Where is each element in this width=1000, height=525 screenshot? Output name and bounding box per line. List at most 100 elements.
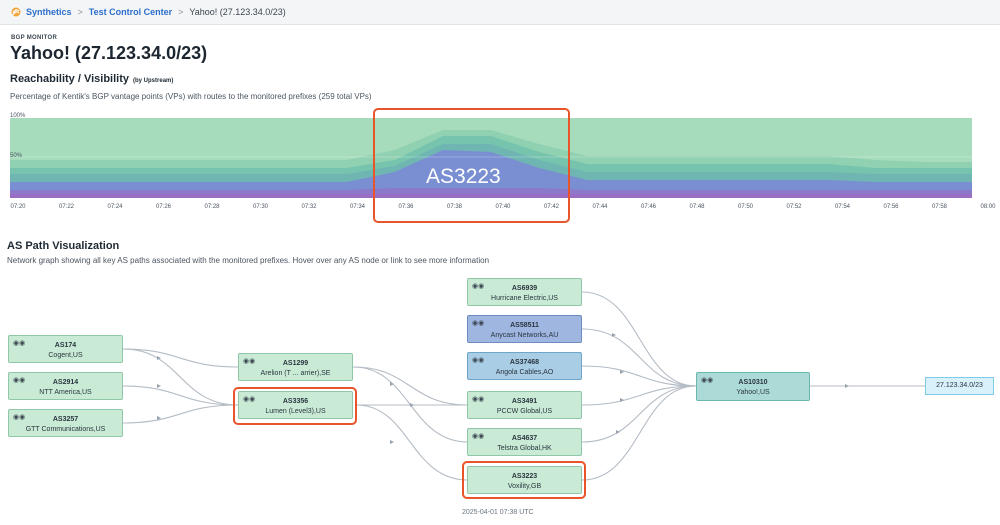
graph-timestamp: 2025-04-01 07:38 UTC bbox=[462, 509, 534, 516]
as-node-as3356[interactable]: ◉◉ AS3356 Lumen (Level3),US bbox=[238, 391, 353, 419]
x-tick-label: 07:26 bbox=[156, 204, 172, 210]
as-node-org: Anycast Networks,AU bbox=[490, 332, 559, 339]
binoculars-icon: ◉◉ bbox=[13, 414, 26, 421]
binoculars-icon: ◉◉ bbox=[243, 396, 256, 403]
binoculars-icon: ◉◉ bbox=[472, 357, 485, 364]
x-tick-label: 07:22 bbox=[59, 204, 75, 210]
aspath-title: AS Path Visualization bbox=[7, 240, 120, 252]
breadcrumb-separator: > bbox=[178, 7, 184, 17]
edge-as3223-as10310 bbox=[581, 385, 697, 481]
reachability-title: Reachability / Visibility bbox=[10, 73, 130, 85]
as-node-name: AS37468 bbox=[509, 359, 540, 366]
y-tick-label: 100% bbox=[10, 113, 26, 119]
edge-as3257-as3356 bbox=[122, 404, 239, 424]
x-tick-label: 07:32 bbox=[301, 204, 317, 210]
as-node-org: Telstra Global,HK bbox=[497, 445, 552, 452]
as-node-org: Lumen (Level3),US bbox=[265, 408, 326, 415]
as-node-name: AS3257 bbox=[52, 416, 79, 423]
x-tick-label: 07:48 bbox=[689, 204, 705, 210]
as-node-org: Angola Cables,AO bbox=[495, 369, 554, 376]
as-node-as58511[interactable]: ◉◉ AS58511 Anycast Networks,AU bbox=[467, 315, 582, 343]
page-title: Yahoo! (27.123.34.0/23) bbox=[10, 43, 208, 63]
binoculars-icon: ◉◉ bbox=[13, 377, 26, 384]
binoculars-icon: ◉◉ bbox=[472, 320, 485, 327]
x-tick-label: 07:44 bbox=[592, 204, 608, 210]
as-node-as2914[interactable]: ◉◉ AS2914 NTT America,US bbox=[8, 372, 123, 400]
x-tick-label: 07:24 bbox=[107, 204, 123, 210]
edge-as174-as1299 bbox=[122, 348, 239, 368]
x-tick-label: 07:38 bbox=[447, 204, 463, 210]
edge-as174-as3356 bbox=[122, 348, 239, 406]
x-tick-label: 07:28 bbox=[204, 204, 220, 210]
as-node-as10310[interactable]: ◉◉ AS10310 Yahoo!,US bbox=[696, 372, 810, 401]
edge-as37468-as10310 bbox=[581, 365, 697, 387]
synthetics-logo-icon bbox=[11, 7, 21, 17]
as-node-org: Cogent,US bbox=[48, 352, 83, 359]
edge-as4637-as10310 bbox=[581, 385, 697, 443]
as-node-name: AS1299 bbox=[282, 360, 309, 367]
as-node-org: Yahoo!,US bbox=[736, 389, 770, 396]
as3223-highlight-box bbox=[462, 461, 586, 499]
breadcrumb-test-control-center[interactable]: Test Control Center bbox=[88, 7, 173, 17]
x-tick-label: 07:52 bbox=[786, 204, 802, 210]
as-node-name: AS2914 bbox=[52, 379, 79, 386]
as-node-as3257[interactable]: ◉◉ AS3257 GTT Communications,US bbox=[8, 409, 123, 437]
binoculars-icon: ◉◉ bbox=[472, 433, 485, 440]
as-node-as4637[interactable]: ◉◉ AS4637 Telstra Global,HK bbox=[467, 428, 582, 456]
x-tick-label: 07:50 bbox=[738, 204, 754, 210]
x-tick-label: 07:40 bbox=[495, 204, 511, 210]
binoculars-icon: ◉◉ bbox=[472, 283, 485, 290]
binoculars-icon: ◉◉ bbox=[472, 396, 485, 403]
area-layer bbox=[10, 194, 972, 198]
y-tick-label: 50% bbox=[10, 153, 23, 159]
reachability-heading: Reachability / Visibility(by Upstream) bbox=[10, 73, 173, 85]
area-layer bbox=[10, 150, 972, 198]
chart-highlight-label: AS3223 bbox=[426, 165, 501, 188]
x-tick-label: 07:58 bbox=[932, 204, 948, 210]
as-node-name: AS58511 bbox=[510, 322, 539, 329]
breadcrumb-synthetics[interactable]: Synthetics bbox=[26, 7, 72, 17]
binoculars-icon: ◉◉ bbox=[243, 358, 256, 365]
as-node-as1299[interactable]: ◉◉ AS1299 Arelion (T ... arrier),SE bbox=[238, 353, 353, 381]
x-tick-label: 07:56 bbox=[883, 204, 899, 210]
as-node-name: AS174 bbox=[54, 342, 77, 349]
x-axis: 07:20 07:22 07:24 07:26 07:28 07:30 07:32 07:34… bbox=[10, 204, 996, 210]
as-node-org: Voxility,GB bbox=[507, 483, 542, 490]
as-node-org: NTT America,US bbox=[39, 389, 92, 396]
x-tick-label: 07:46 bbox=[641, 204, 657, 210]
as-node-as6939[interactable]: ◉◉ AS6939 Hurricane Electric,US bbox=[467, 278, 582, 306]
x-tick-label: 07:42 bbox=[544, 204, 560, 210]
as-node-name: AS4637 bbox=[511, 435, 538, 442]
as-node-org: Arelion (T ... arrier),SE bbox=[260, 370, 331, 377]
aspath-description: Network graph showing all key AS paths a… bbox=[7, 256, 490, 265]
edge-as3491-as10310 bbox=[581, 385, 697, 406]
as-node-as174[interactable]: ◉◉ AS174 Cogent,US bbox=[8, 335, 123, 363]
as-node-name: AS3491 bbox=[511, 398, 538, 405]
breadcrumb-current: Yahoo! (27.123.34.0/23) bbox=[189, 7, 286, 17]
binoculars-icon: ◉◉ bbox=[13, 340, 26, 347]
as-node-org: GTT Communications,US bbox=[25, 426, 106, 433]
x-tick-label: 07:34 bbox=[350, 204, 366, 210]
chart-highlight-box bbox=[373, 108, 570, 223]
reachability-description: Percentage of Kentik's BGP vantage point… bbox=[10, 92, 372, 101]
reachability-qualifier: (by Upstream) bbox=[133, 78, 174, 84]
x-tick-label: 07:36 bbox=[398, 204, 414, 210]
aspath-edges bbox=[122, 291, 925, 481]
edge-as58511-as10310 bbox=[581, 328, 697, 387]
as-node-name: AS6939 bbox=[511, 285, 538, 292]
as-node-as3223[interactable]: AS3223 Voxility,GB bbox=[467, 466, 582, 494]
breadcrumb-separator: > bbox=[77, 7, 83, 17]
edge-as3356-as3223 bbox=[355, 404, 469, 481]
as3356-highlight-box bbox=[233, 387, 357, 425]
edge-as6939-as10310 bbox=[581, 291, 697, 387]
as-node-name: AS3356 bbox=[282, 398, 309, 405]
binoculars-icon: ◉◉ bbox=[701, 377, 714, 384]
as-node-as3491[interactable]: ◉◉ AS3491 PCCW Global,US bbox=[467, 391, 582, 419]
x-tick-label: 07:30 bbox=[253, 204, 269, 210]
prefix-node[interactable]: 27.123.34.0/23 bbox=[925, 377, 994, 395]
as-node-as37468[interactable]: ◉◉ AS37468 Angola Cables,AO bbox=[467, 352, 582, 380]
chart-areas bbox=[10, 118, 972, 198]
x-tick-label: 07:20 bbox=[10, 204, 26, 210]
x-tick-label: 08:00 bbox=[980, 204, 996, 210]
